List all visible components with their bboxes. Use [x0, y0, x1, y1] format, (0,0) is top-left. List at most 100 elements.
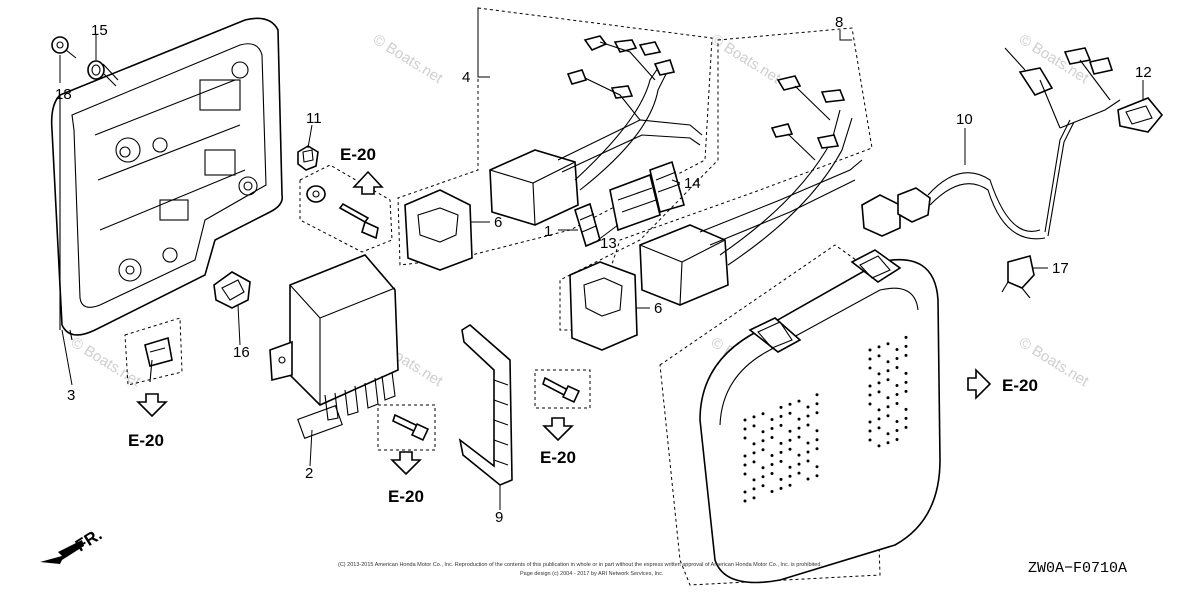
- vent-hole: [886, 360, 890, 364]
- vent-hole: [743, 427, 747, 431]
- part-number-18: 18: [55, 86, 72, 103]
- vent-hole: [797, 435, 801, 439]
- vent-hole: [752, 424, 756, 428]
- vent-hole: [752, 478, 756, 482]
- vent-hole: [877, 408, 881, 412]
- part-number-8: 8: [835, 14, 843, 31]
- coil-part-8: [639, 75, 863, 306]
- vent-hole: [770, 463, 774, 467]
- vent-hole: [806, 459, 810, 463]
- vent-hole: [886, 369, 890, 373]
- cover-vent-pattern: [743, 335, 908, 503]
- vent-hole: [770, 472, 774, 476]
- boot-part-6a: [404, 189, 473, 271]
- vent-hole: [806, 477, 810, 481]
- vent-hole: [895, 429, 899, 433]
- vent-hole: [868, 438, 872, 442]
- control-module-part-2: [269, 254, 399, 439]
- vent-hole: [797, 471, 801, 475]
- bolt-right: [392, 413, 430, 442]
- vent-hole: [770, 436, 774, 440]
- bolt-outline: [377, 404, 436, 451]
- vent-hole: [895, 366, 899, 370]
- vent-hole: [904, 407, 908, 411]
- vent-hole: [868, 420, 872, 424]
- vent-hole: [868, 393, 872, 397]
- ref-label: E-20: [128, 431, 164, 450]
- vent-hole: [877, 354, 881, 358]
- vent-hole: [779, 459, 783, 463]
- boot-part-6b: [569, 261, 638, 351]
- part-number-2: 2: [305, 465, 313, 482]
- vent-hole: [743, 454, 747, 458]
- vent-hole: [743, 418, 747, 422]
- vent-hole: [788, 465, 792, 469]
- front-label: FR.: [72, 525, 105, 556]
- clamp-part-14: [649, 160, 685, 214]
- vent-hole: [895, 438, 899, 442]
- coil-set-outline-4: [397, 7, 713, 266]
- vent-hole: [815, 474, 819, 478]
- part-number-9: 9: [495, 509, 503, 526]
- vent-hole: [788, 474, 792, 478]
- vent-hole: [895, 420, 899, 424]
- diagram-code: ZW0A−F0710A: [1028, 560, 1127, 577]
- vent-hole: [788, 438, 792, 442]
- arrow-down-icon: [136, 393, 168, 418]
- vent-hole: [904, 353, 908, 357]
- vent-hole: [752, 487, 756, 491]
- vent-hole: [815, 402, 819, 406]
- leader-lines: [59, 8, 1144, 510]
- vent-hole: [761, 430, 765, 434]
- vent-hole: [877, 372, 881, 376]
- clip-small: [144, 336, 173, 383]
- vent-hole: [743, 436, 747, 440]
- vent-hole: [904, 416, 908, 420]
- ref-label: E-20: [540, 448, 576, 467]
- part-number-16: 16: [233, 344, 250, 361]
- vent-hole: [788, 429, 792, 433]
- vent-hole: [779, 477, 783, 481]
- vent-hole: [752, 415, 756, 419]
- watermark: © Boats.net: [68, 334, 144, 391]
- vent-hole: [815, 429, 819, 433]
- vent-hole: [815, 411, 819, 415]
- part-number-1: 1: [544, 223, 552, 240]
- vent-hole: [904, 335, 908, 339]
- vent-hole: [806, 423, 810, 427]
- coil-part-4: [489, 35, 703, 226]
- ref-label: E-20: [340, 145, 376, 164]
- vent-hole: [806, 414, 810, 418]
- vent-hole: [779, 414, 783, 418]
- vent-hole: [886, 432, 890, 436]
- part-number-4: 4: [462, 69, 470, 86]
- vent-hole: [868, 429, 872, 433]
- copyright-line-1: (C) 2013-2015 American Honda Motor Co., …: [338, 562, 822, 568]
- part-number-10: 10: [956, 111, 973, 128]
- vent-hole: [877, 381, 881, 385]
- vent-hole: [770, 454, 774, 458]
- vent-hole: [877, 444, 881, 448]
- vent-hole: [788, 447, 792, 451]
- vent-hole: [886, 405, 890, 409]
- vent-hole: [743, 463, 747, 467]
- clamp-part-1: [574, 202, 601, 248]
- vent-hole: [788, 483, 792, 487]
- vent-hole: [815, 447, 819, 451]
- vent-hole: [806, 405, 810, 409]
- vent-hole: [886, 396, 890, 400]
- washer-bolt-group: [306, 185, 379, 240]
- vent-hole: [752, 496, 756, 500]
- ref-marker-far-right: E-20: [967, 368, 1038, 400]
- vent-hole: [788, 411, 792, 415]
- vent-hole: [761, 484, 765, 488]
- vent-hole: [761, 448, 765, 452]
- vent-hole: [895, 384, 899, 388]
- vent-hole: [886, 414, 890, 418]
- vent-hole: [868, 366, 872, 370]
- watermark: © Boats.net: [370, 31, 446, 88]
- vent-hole: [895, 348, 899, 352]
- copyright-line-2: Page design (c) 2004 - 2017 by ARI Netwo…: [520, 571, 664, 577]
- arrow-right-icon: [967, 368, 992, 400]
- vent-hole: [868, 357, 872, 361]
